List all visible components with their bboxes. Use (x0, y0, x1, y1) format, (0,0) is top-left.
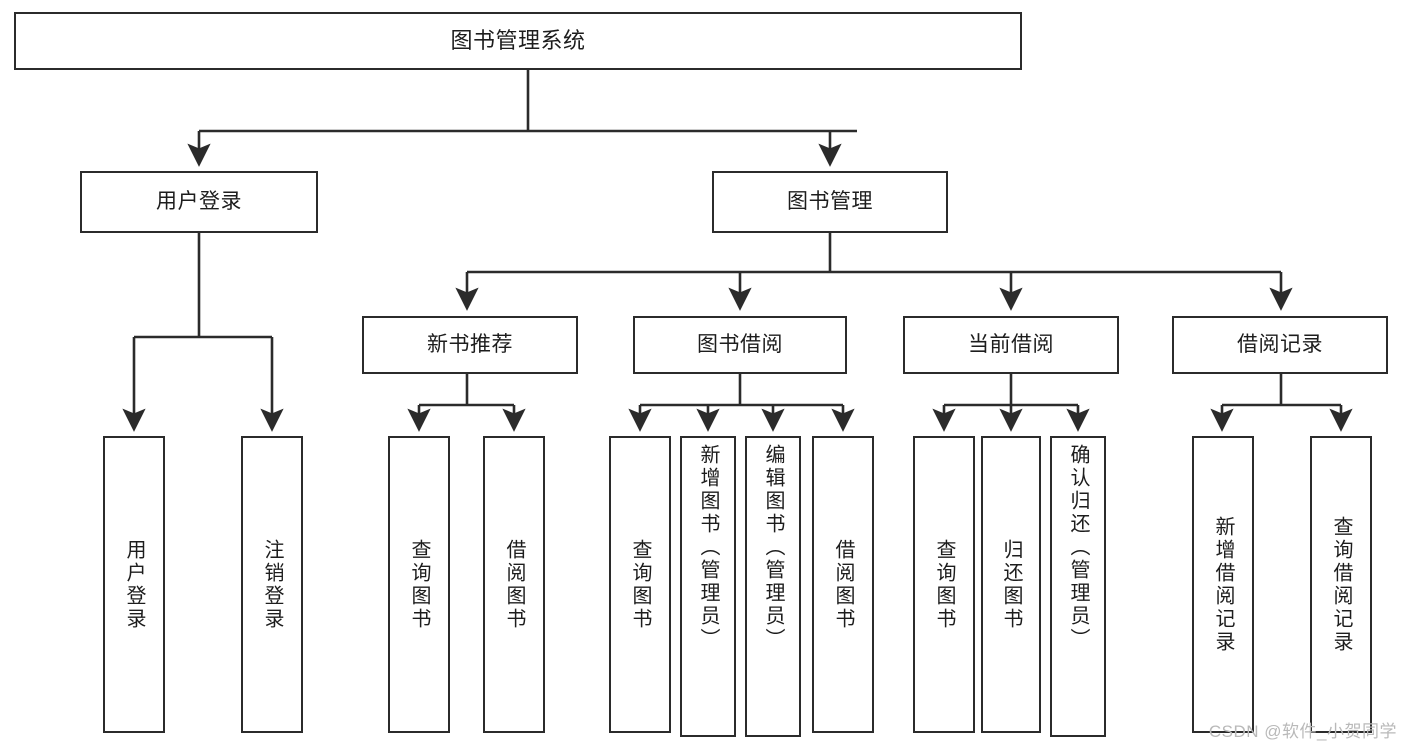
leaf-user-login-label: 用户登录 (123, 538, 145, 631)
leaf-query-book-3-label: 查询图书 (933, 538, 955, 631)
leaf-add-book-label: 新增图书（管理员） (697, 444, 719, 651)
leaf-confirm-return-label: 确认归还（管理员） (1067, 444, 1089, 651)
leaf-confirm-return[interactable]: 确认归还（管理员） (1050, 436, 1106, 737)
leaf-add-record[interactable]: 新增借阅记录 (1192, 436, 1254, 733)
leaf-query-book-1-label: 查询图书 (408, 538, 430, 631)
node-book-borrow-label: 图书借阅 (697, 332, 783, 356)
node-new-book-recommend-label: 新书推荐 (427, 332, 513, 356)
node-borrow-records-label: 借阅记录 (1237, 332, 1323, 356)
leaf-query-book-2-label: 查询图书 (629, 538, 651, 631)
leaf-edit-book-label: 编辑图书（管理员） (762, 444, 784, 651)
node-new-book-recommend[interactable]: 新书推荐 (362, 316, 578, 374)
leaf-query-book-3[interactable]: 查询图书 (913, 436, 975, 733)
leaf-query-record[interactable]: 查询借阅记录 (1310, 436, 1372, 733)
leaf-user-login[interactable]: 用户登录 (103, 436, 165, 733)
leaf-borrow-book-1[interactable]: 借阅图书 (483, 436, 545, 733)
leaf-add-book[interactable]: 新增图书（管理员） (680, 436, 736, 737)
node-root[interactable]: 图书管理系统 (14, 12, 1022, 70)
leaf-query-record-label: 查询借阅记录 (1330, 515, 1352, 654)
node-user-login-label: 用户登录 (156, 189, 242, 213)
node-current-borrow[interactable]: 当前借阅 (903, 316, 1119, 374)
node-current-borrow-label: 当前借阅 (968, 332, 1054, 356)
leaf-borrow-book-2[interactable]: 借阅图书 (812, 436, 874, 733)
node-root-label: 图书管理系统 (450, 28, 586, 54)
leaf-query-book-2[interactable]: 查询图书 (609, 436, 671, 733)
node-book-management[interactable]: 图书管理 (712, 171, 948, 233)
node-user-login[interactable]: 用户登录 (80, 171, 318, 233)
leaf-add-record-label: 新增借阅记录 (1212, 515, 1234, 654)
leaf-edit-book[interactable]: 编辑图书（管理员） (745, 436, 801, 737)
leaf-return-book[interactable]: 归还图书 (981, 436, 1041, 733)
node-borrow-records[interactable]: 借阅记录 (1172, 316, 1388, 374)
leaf-logout[interactable]: 注销登录 (241, 436, 303, 733)
leaf-borrow-book-1-label: 借阅图书 (503, 538, 525, 631)
watermark-text: CSDN @软件_小贺同学 (1208, 722, 1397, 741)
leaf-query-book-1[interactable]: 查询图书 (388, 436, 450, 733)
node-book-management-label: 图书管理 (787, 189, 873, 213)
leaf-borrow-book-2-label: 借阅图书 (832, 538, 854, 631)
node-book-borrow[interactable]: 图书借阅 (633, 316, 847, 374)
leaf-logout-label: 注销登录 (261, 538, 283, 631)
leaf-return-book-label: 归还图书 (1000, 538, 1022, 631)
